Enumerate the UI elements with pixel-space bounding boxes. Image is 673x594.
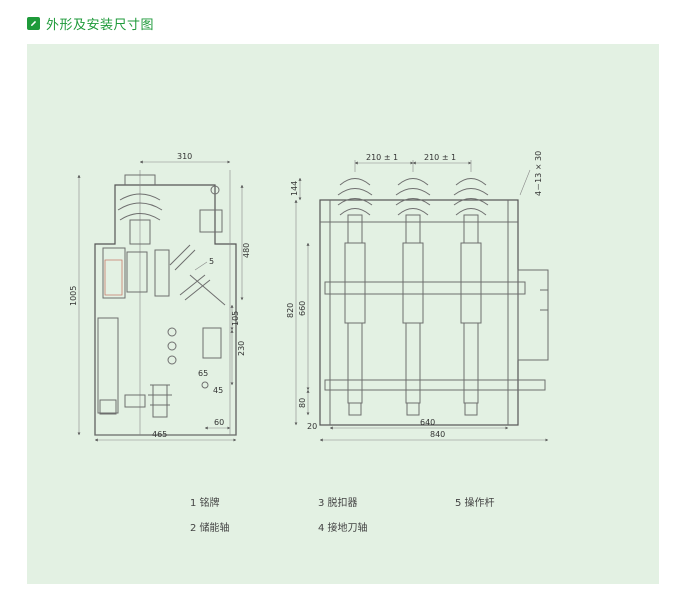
dim-210-b: 210 ± 1 [424, 153, 456, 162]
phase-b [395, 178, 431, 416]
section-header: 外形及安装尺寸图 [27, 12, 154, 34]
dim-640: 640 [420, 418, 435, 427]
dim-210-a: 210 ± 1 [366, 153, 398, 162]
dim-holes: 4－13 × 30 [534, 151, 543, 196]
dim-480: 480 [242, 243, 251, 258]
dim-80: 80 [298, 398, 307, 408]
dim-840: 840 [430, 430, 445, 439]
phase-c [453, 178, 489, 416]
phase-a [337, 178, 373, 416]
dim-65: 65 [198, 369, 208, 378]
pencil-icon [27, 16, 40, 30]
dim-465: 465 [152, 430, 167, 439]
dim-1005: 1005 [69, 286, 78, 306]
dim-105: 105 [231, 311, 240, 326]
legend-item: 1 铭牌 [190, 498, 220, 509]
callout-5: 5 [209, 257, 214, 266]
drawing-panel [27, 44, 659, 584]
dim-230: 230 [237, 341, 246, 356]
side-view: 310 480 1005 105 230 65 45 60 465 5 [69, 152, 251, 442]
section-title: 外形及安装尺寸图 [46, 17, 155, 33]
dim-820: 820 [286, 303, 295, 318]
legend-item: 5 操作杆 [455, 498, 495, 509]
front-view: 210 ± 1 210 ± 1 4－13 × 30 144 820 660 80… [286, 151, 549, 442]
dim-60: 60 [214, 418, 224, 427]
legend-item: 4 接地刀轴 [318, 523, 368, 534]
dim-660: 660 [298, 301, 307, 316]
dim-45: 45 [213, 386, 223, 395]
dim-144: 144 [290, 181, 299, 196]
legend-item: 3 脱扣器 [318, 498, 358, 509]
dim-20: 20 [307, 422, 317, 431]
dim-310: 310 [177, 152, 192, 161]
legend-item: 2 储能轴 [190, 523, 230, 534]
